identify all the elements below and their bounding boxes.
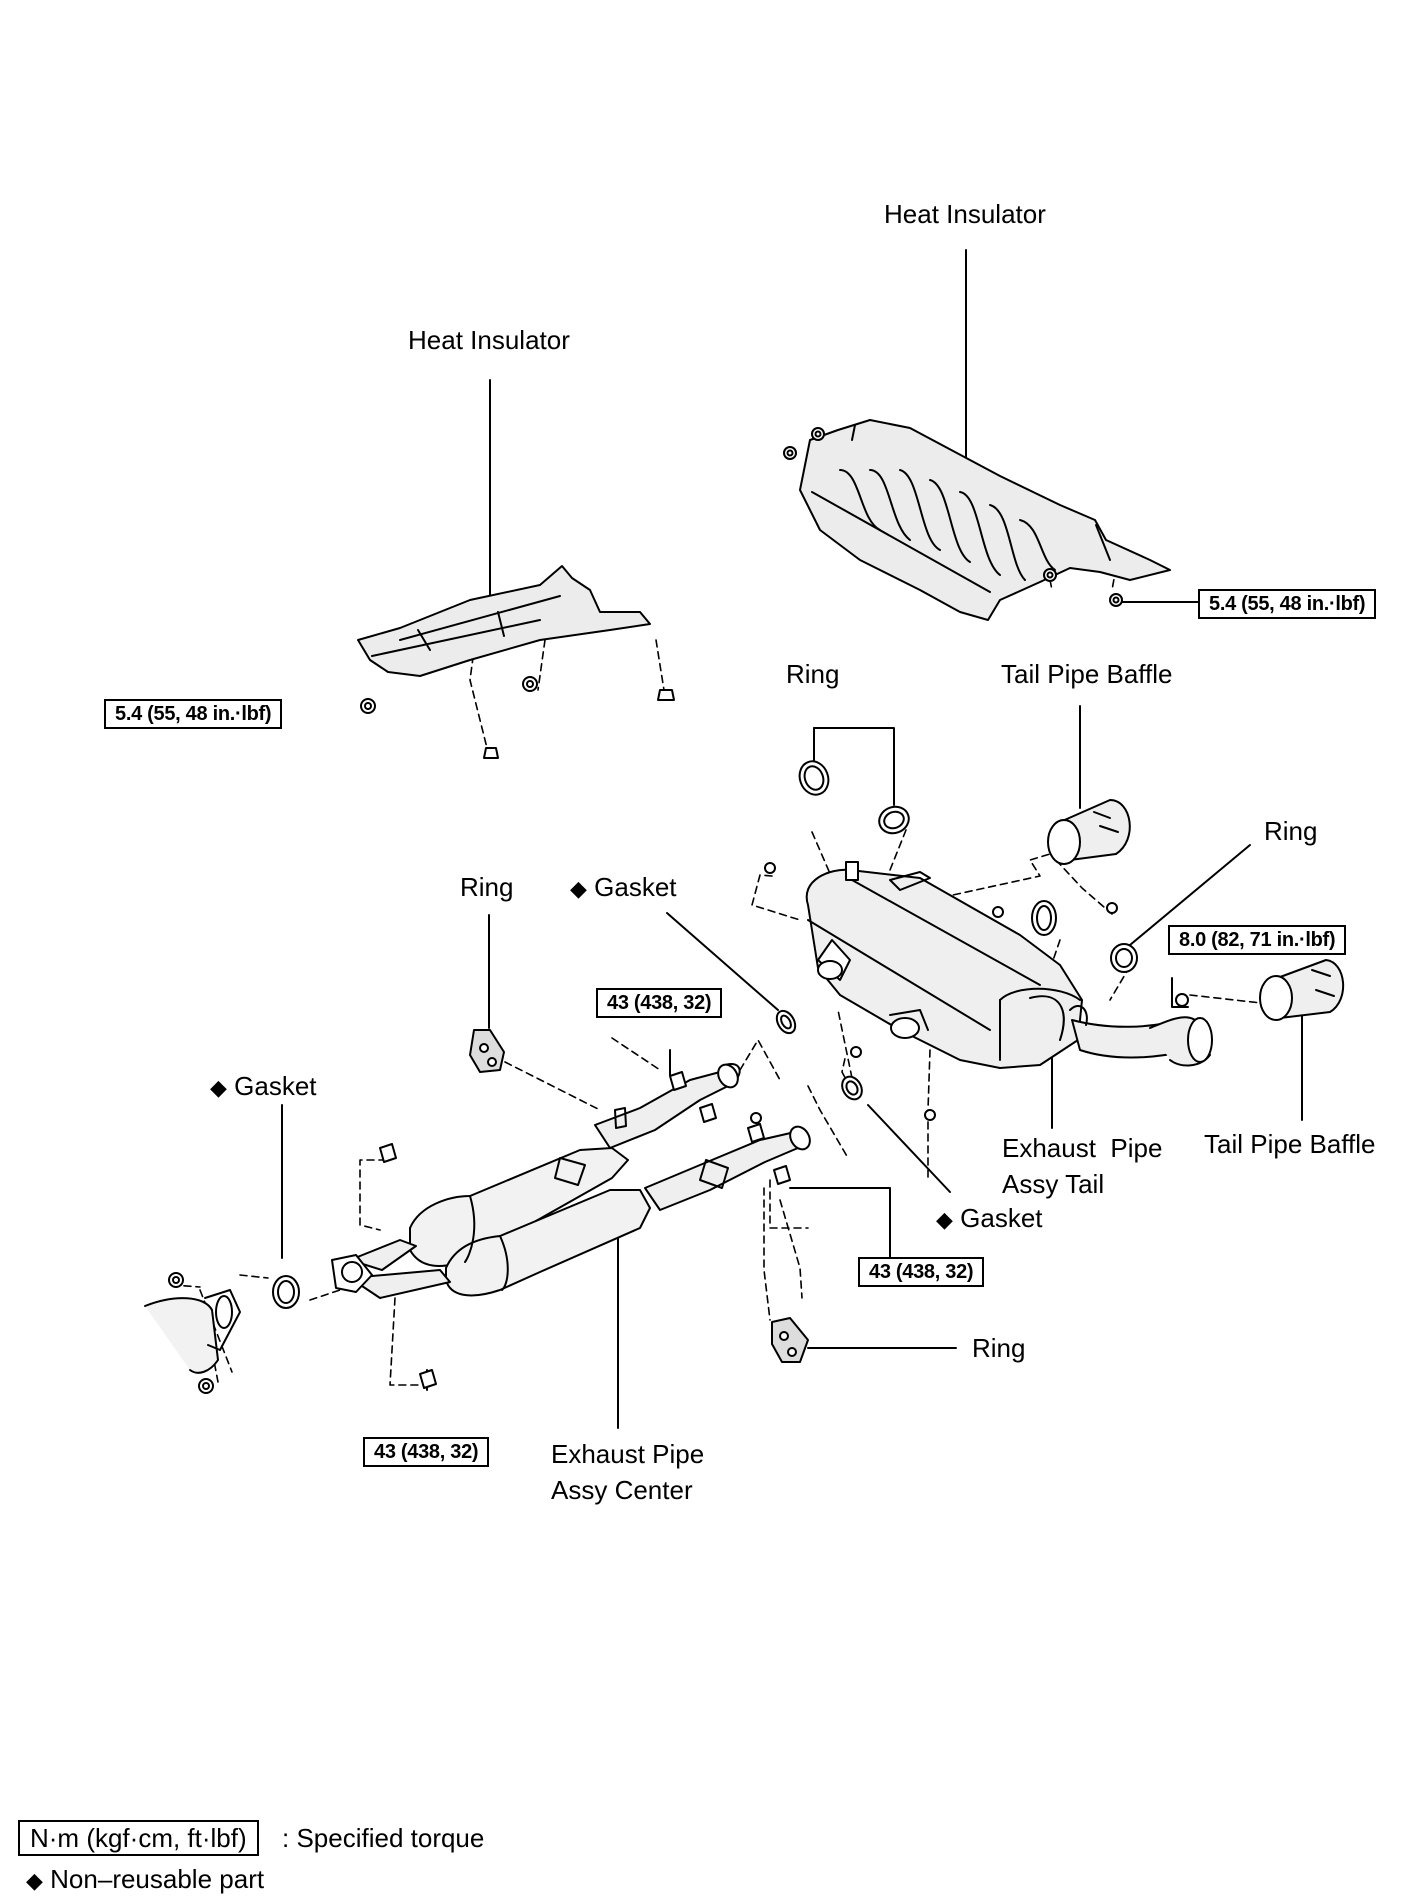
rubber-hangers (469, 1029, 809, 1363)
label-gasket-left-text: Gasket (234, 1071, 317, 1101)
assembly-dashed-lines (171, 453, 1271, 1386)
label-tail-pipe-baffle-top: Tail Pipe Baffle (1001, 659, 1173, 689)
non-reusable-icon: ◆ (570, 876, 587, 901)
label-heat-insulator-rear: Heat Insulator (884, 199, 1046, 229)
heat-insulator-front (357, 565, 651, 677)
center-bolts (379, 1071, 791, 1389)
label-exhaust-pipe-assy-center-line1: Exhaust Pipe (551, 1439, 705, 1469)
label-exhaust-pipe-assy-tail: Exhaust Pipe Assy Tail (1002, 1132, 1162, 1200)
non-reusable-icon: ◆ (936, 1207, 953, 1232)
label-ring-bottom: Ring (972, 1333, 1026, 1363)
gaskets (272, 1009, 863, 1309)
label-ring-right: Ring (1264, 816, 1318, 846)
legend-torque-desc: : Specified torque (282, 1823, 485, 1853)
label-gasket-lower-text: Gasket (960, 1203, 1043, 1233)
label-exhaust-pipe-assy-center-line2: Assy Center (551, 1475, 693, 1505)
front-insulator-nuts (360, 676, 675, 759)
exhaust-pipe-assy-tail (805, 861, 1213, 1069)
tail-pipe-baffle-right (1259, 959, 1344, 1021)
non-reusable-icon: ◆ (210, 1075, 227, 1100)
rings (798, 760, 1138, 973)
heat-insulator-rear (799, 419, 1171, 621)
label-gasket-middle-text: Gasket (594, 872, 677, 902)
tail-nuts (764, 862, 1189, 1121)
label-exhaust-pipe-assy-center: Exhaust Pipe Assy Center (551, 1438, 704, 1506)
legend-torque-unit-box: N·m (kgf·cm, ft·lbf) (18, 1820, 259, 1856)
rear-insulator-nuts (783, 427, 1123, 607)
label-gasket-lower: ◆ Gasket (936, 1202, 1043, 1236)
label-heat-insulator-front: Heat Insulator (408, 325, 570, 355)
exhaust-pipe-assy-center (331, 1063, 811, 1299)
torque-box-center-bottom: 43 (438, 32) (363, 1437, 490, 1467)
torque-box-center-upper: 43 (438, 32) (596, 988, 723, 1018)
front-pipe-flange (144, 1272, 241, 1394)
leader-lines (281, 249, 1303, 1429)
label-exhaust-pipe-assy-tail-line1: Exhaust Pipe (1002, 1133, 1163, 1163)
tail-pipe-baffle-top (1047, 799, 1131, 865)
label-exhaust-pipe-assy-tail-line2: Assy Tail (1002, 1169, 1105, 1199)
torque-box-center-right: 43 (438, 32) (858, 1257, 985, 1287)
torque-box-tail-pipe-baffle: 8.0 (82, 71 in.·lbf) (1168, 925, 1347, 955)
legend-non-reusable-text: Non–reusable part (50, 1864, 265, 1894)
label-ring-left: Ring (460, 872, 514, 902)
legend-non-reusable: ◆ Non–reusable part (26, 1863, 264, 1897)
non-reusable-icon: ◆ (26, 1868, 43, 1893)
label-tail-pipe-baffle-right: Tail Pipe Baffle (1204, 1129, 1376, 1159)
label-gasket-left: ◆ Gasket (210, 1070, 317, 1104)
label-ring-top: Ring (786, 659, 840, 689)
torque-box-heat-insulator-front: 5.4 (55, 48 in.·lbf) (104, 699, 283, 729)
torque-box-heat-insulator-rear: 5.4 (55, 48 in.·lbf) (1198, 589, 1377, 619)
label-gasket-middle: ◆ Gasket (570, 871, 677, 905)
